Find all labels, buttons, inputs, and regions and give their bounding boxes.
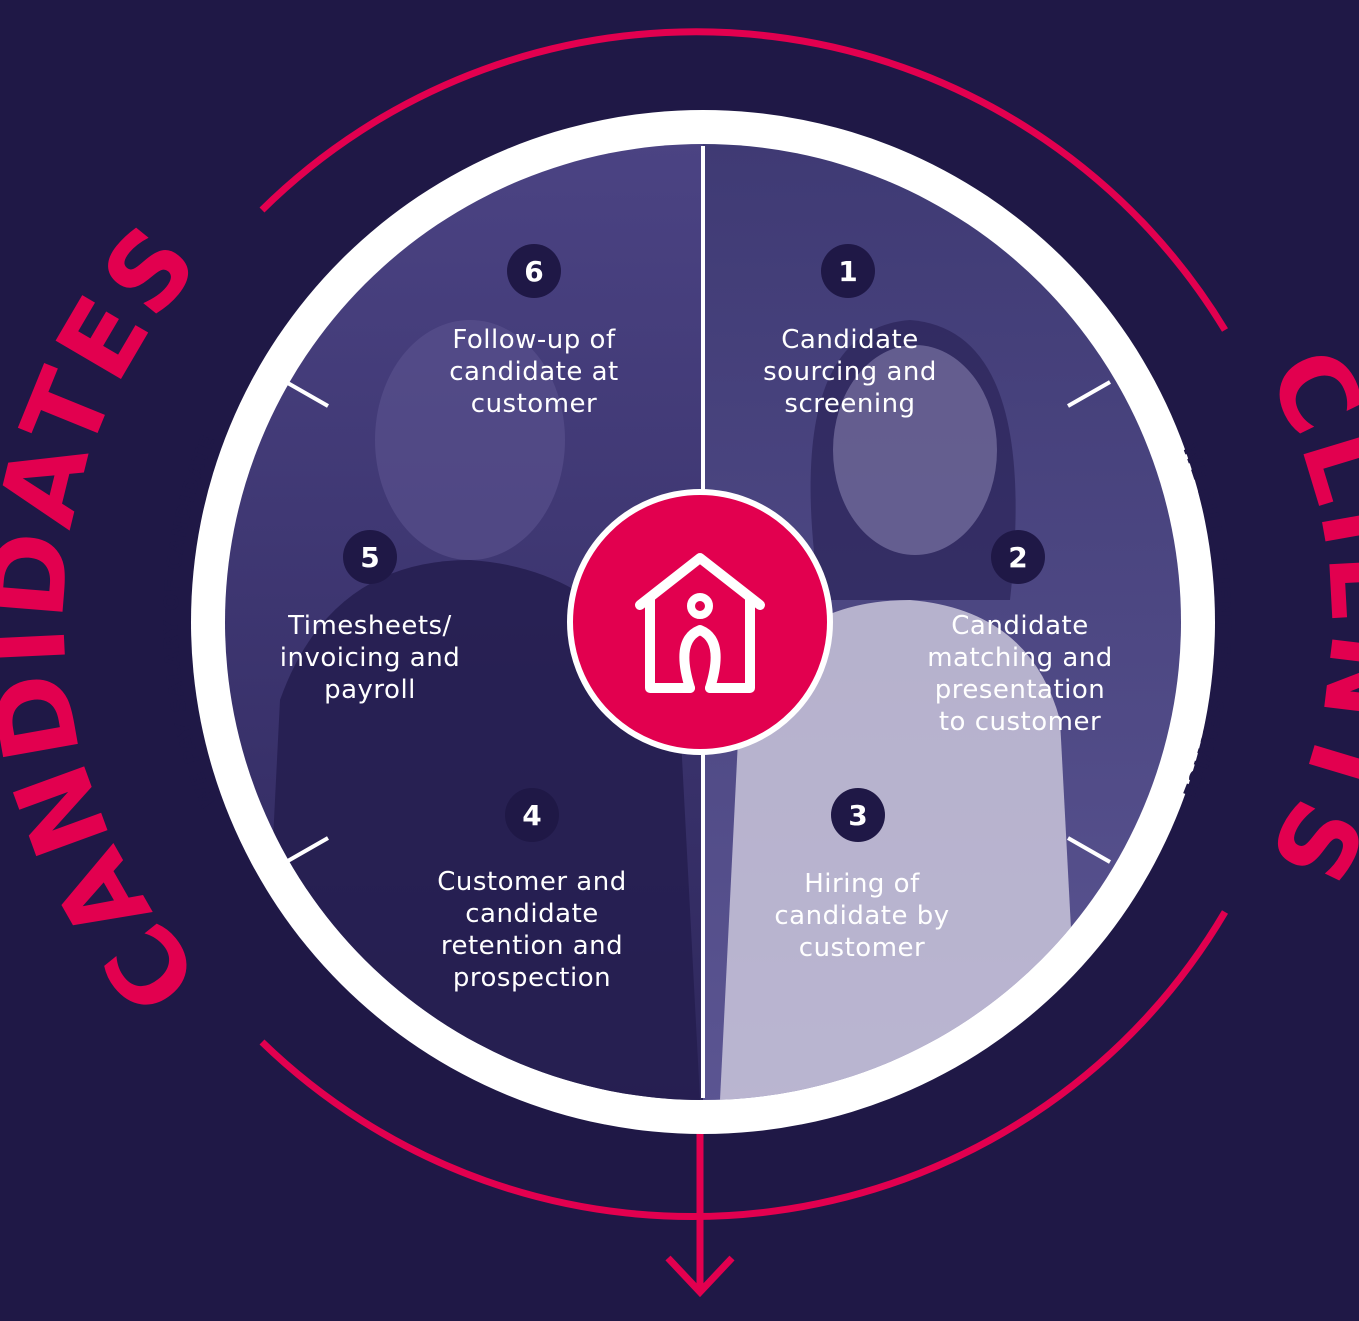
step-label-line: candidate bbox=[465, 899, 599, 929]
step-label-line: Customer and bbox=[437, 867, 626, 897]
clients-label: CLIENTS bbox=[1243, 330, 1359, 906]
step-label-line: matching and bbox=[927, 643, 1113, 673]
arrow-down-icon bbox=[665, 1120, 735, 1298]
step-label-line: retention and bbox=[441, 931, 623, 961]
step-label-line: Timesheets/ bbox=[287, 611, 452, 641]
step-number: 3 bbox=[848, 799, 867, 832]
step-number: 2 bbox=[1008, 541, 1027, 574]
step-badge bbox=[343, 530, 397, 584]
step-number: 6 bbox=[524, 255, 543, 288]
candidates-label: CANDIDATES bbox=[0, 200, 223, 1036]
step-label-line: Candidate bbox=[951, 611, 1088, 641]
step-label-line: Candidate bbox=[781, 325, 918, 355]
step-label-line: presentation bbox=[935, 675, 1106, 705]
outer-arc-bottom bbox=[259, 910, 1229, 1221]
outer-cycle-arcs bbox=[259, 28, 1229, 1221]
step-number: 1 bbox=[838, 255, 857, 288]
step-badge bbox=[991, 530, 1045, 584]
step-badge bbox=[507, 244, 561, 298]
step-label-line: Hiring of bbox=[804, 869, 920, 899]
step-label-line: payroll bbox=[324, 675, 416, 705]
step-label-line: prospection bbox=[453, 963, 611, 993]
step-label-line: to customer bbox=[939, 707, 1101, 737]
ring-tick-marks bbox=[285, 380, 1111, 864]
step-badge bbox=[831, 788, 885, 842]
house-person-icon bbox=[567, 489, 833, 755]
step-label-line: Follow-up of bbox=[452, 325, 616, 355]
step-number: 4 bbox=[522, 799, 541, 832]
step-label-line: screening bbox=[784, 389, 915, 419]
step-number: 5 bbox=[360, 541, 379, 574]
step-label-line: invoicing and bbox=[280, 643, 460, 673]
outer-arc-top bbox=[259, 28, 1228, 332]
step-label-line: sourcing and bbox=[763, 357, 937, 387]
step-badge bbox=[821, 244, 875, 298]
step-label-line: candidate at bbox=[449, 357, 618, 387]
step-label-line: candidate by bbox=[774, 901, 949, 931]
step-label-line: customer bbox=[471, 389, 597, 419]
step-badge bbox=[505, 788, 559, 842]
step-label-line: customer bbox=[799, 933, 925, 963]
